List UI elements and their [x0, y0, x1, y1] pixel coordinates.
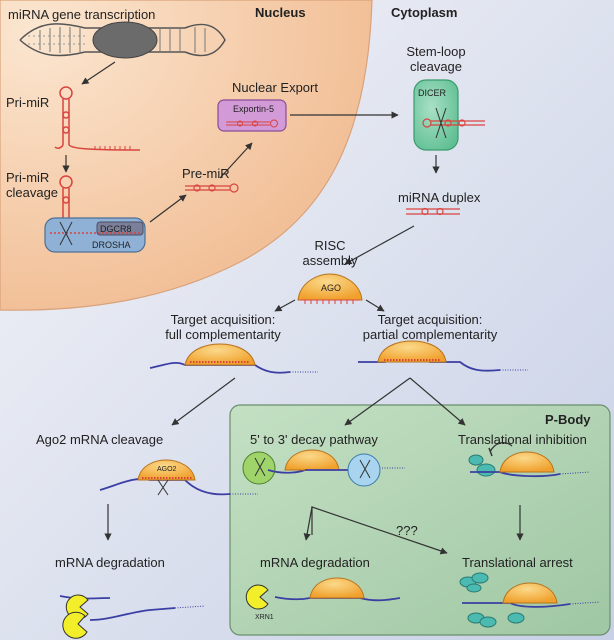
arrow-full-to-ago2: [171, 377, 236, 426]
pri-mir-cleavage-label-1: Pri-miR: [6, 170, 50, 185]
ago-full: [184, 343, 256, 366]
arrow-premir-to-export: [219, 142, 253, 179]
arrow-transcription-to-primir: [81, 61, 116, 85]
pri-mir-cleavage-label-2: cleavage: [6, 185, 59, 200]
pri-mir-hairpin: [54, 86, 141, 151]
arrow-partial-to-inhibition: [409, 377, 466, 426]
ribosome-small: [468, 454, 484, 466]
mirna-duplex-figure: [406, 207, 460, 216]
dicer-scissors-icon: [435, 107, 447, 139]
arrow-duplex-to-risc: [344, 225, 415, 265]
stem-loop-label-2: cleavage: [409, 59, 463, 74]
decay-scissors-left-icon: [254, 457, 266, 477]
ago-label: AGO: [321, 283, 342, 293]
xrn1-pacman-bottom: [62, 611, 88, 639]
pre-mir-figure: [185, 183, 239, 193]
arrow-ago-to-full: [274, 299, 296, 312]
dicer-protein: [413, 79, 459, 151]
ago-guide-strand: [300, 299, 360, 304]
ribosome-large: [476, 463, 496, 477]
pri-mir-label: Pri-miR: [6, 95, 50, 110]
ago-arrest: [502, 582, 558, 604]
mrna-degradation-left-label: mRNA degradation: [55, 555, 165, 570]
inhibition-mark: [489, 442, 513, 453]
full-complementarity-label-2: full complementarity: [165, 327, 281, 342]
full-complementarity-label-1: Target acquisition:: [170, 312, 276, 327]
ago2-label: AGO2: [157, 466, 177, 473]
exportin-5-label: Exportin-5: [233, 104, 275, 114]
ago-inhibition: [499, 451, 555, 473]
drosha-label: DROSHA: [92, 240, 131, 250]
risc-label-2: assembly: [302, 253, 358, 268]
dicer-label: DICER: [418, 88, 447, 98]
ago-degradation: [309, 577, 365, 599]
transcription-label: miRNA gene transcription: [8, 7, 156, 22]
decay-pathway-label: 5' to 3' decay pathway: [250, 432, 378, 447]
translational-arrest-label: Translational arrest: [462, 555, 573, 570]
mrna-decay: [267, 469, 306, 474]
pri-mir-tail: [94, 146, 131, 150]
partial-complementarity-label-2: partial complementarity: [362, 327, 498, 342]
ago2-scissors-icon: [157, 479, 169, 496]
risc-label-1: RISC: [314, 238, 346, 253]
ribosome-cluster-bottom: [467, 612, 525, 628]
xrn1-label: XRN1: [255, 614, 274, 621]
dgcr8-protein: [96, 221, 144, 236]
exportin-5-protein: [217, 99, 287, 132]
arrow-decay-to-degradation: [303, 506, 313, 541]
ago-decay: [284, 449, 340, 471]
gene-transcription-figure: [19, 21, 226, 59]
ago-protein: [297, 273, 363, 301]
cytoplasm-label: Cytoplasm: [391, 5, 458, 20]
arrow-cleavage-to-premir: [149, 194, 187, 223]
exportin-cargo: [226, 119, 278, 128]
partial-complementarity-label-1: Target acquisition:: [377, 312, 483, 327]
ago2-cleavage-label: Ago2 mRNA cleavage: [36, 432, 164, 447]
mrna-fragment-2: [89, 607, 176, 621]
xrn1-pacman: [245, 584, 269, 610]
arrow-ago-to-partial: [365, 299, 385, 312]
ribosome-cluster-top: [459, 572, 489, 593]
dicer-substrate: [422, 118, 485, 128]
nucleus-label: Nucleus: [255, 5, 306, 20]
p-body-label: P-Body: [545, 412, 591, 427]
scissors-icon: [59, 221, 73, 246]
nuclear-export-label: Nuclear Export: [232, 80, 318, 95]
stem-loop-label-1: Stem-loop: [406, 44, 466, 59]
ago2-protein: [137, 459, 196, 481]
arrow-partial-to-decay: [344, 377, 411, 426]
pre-mir-label: Pre-miR: [182, 166, 230, 181]
translational-inhibition-label: Translational inhibition: [458, 432, 587, 447]
duplex-label: miRNA duplex: [398, 190, 481, 205]
decay-scissors-right-icon: [359, 459, 371, 479]
dgcr8-label: DGCR8: [100, 224, 132, 234]
mrna-degradation-right-label: mRNA degradation: [260, 555, 370, 570]
ago-partial: [377, 340, 447, 363]
unknown-link-label: ???: [396, 523, 418, 538]
